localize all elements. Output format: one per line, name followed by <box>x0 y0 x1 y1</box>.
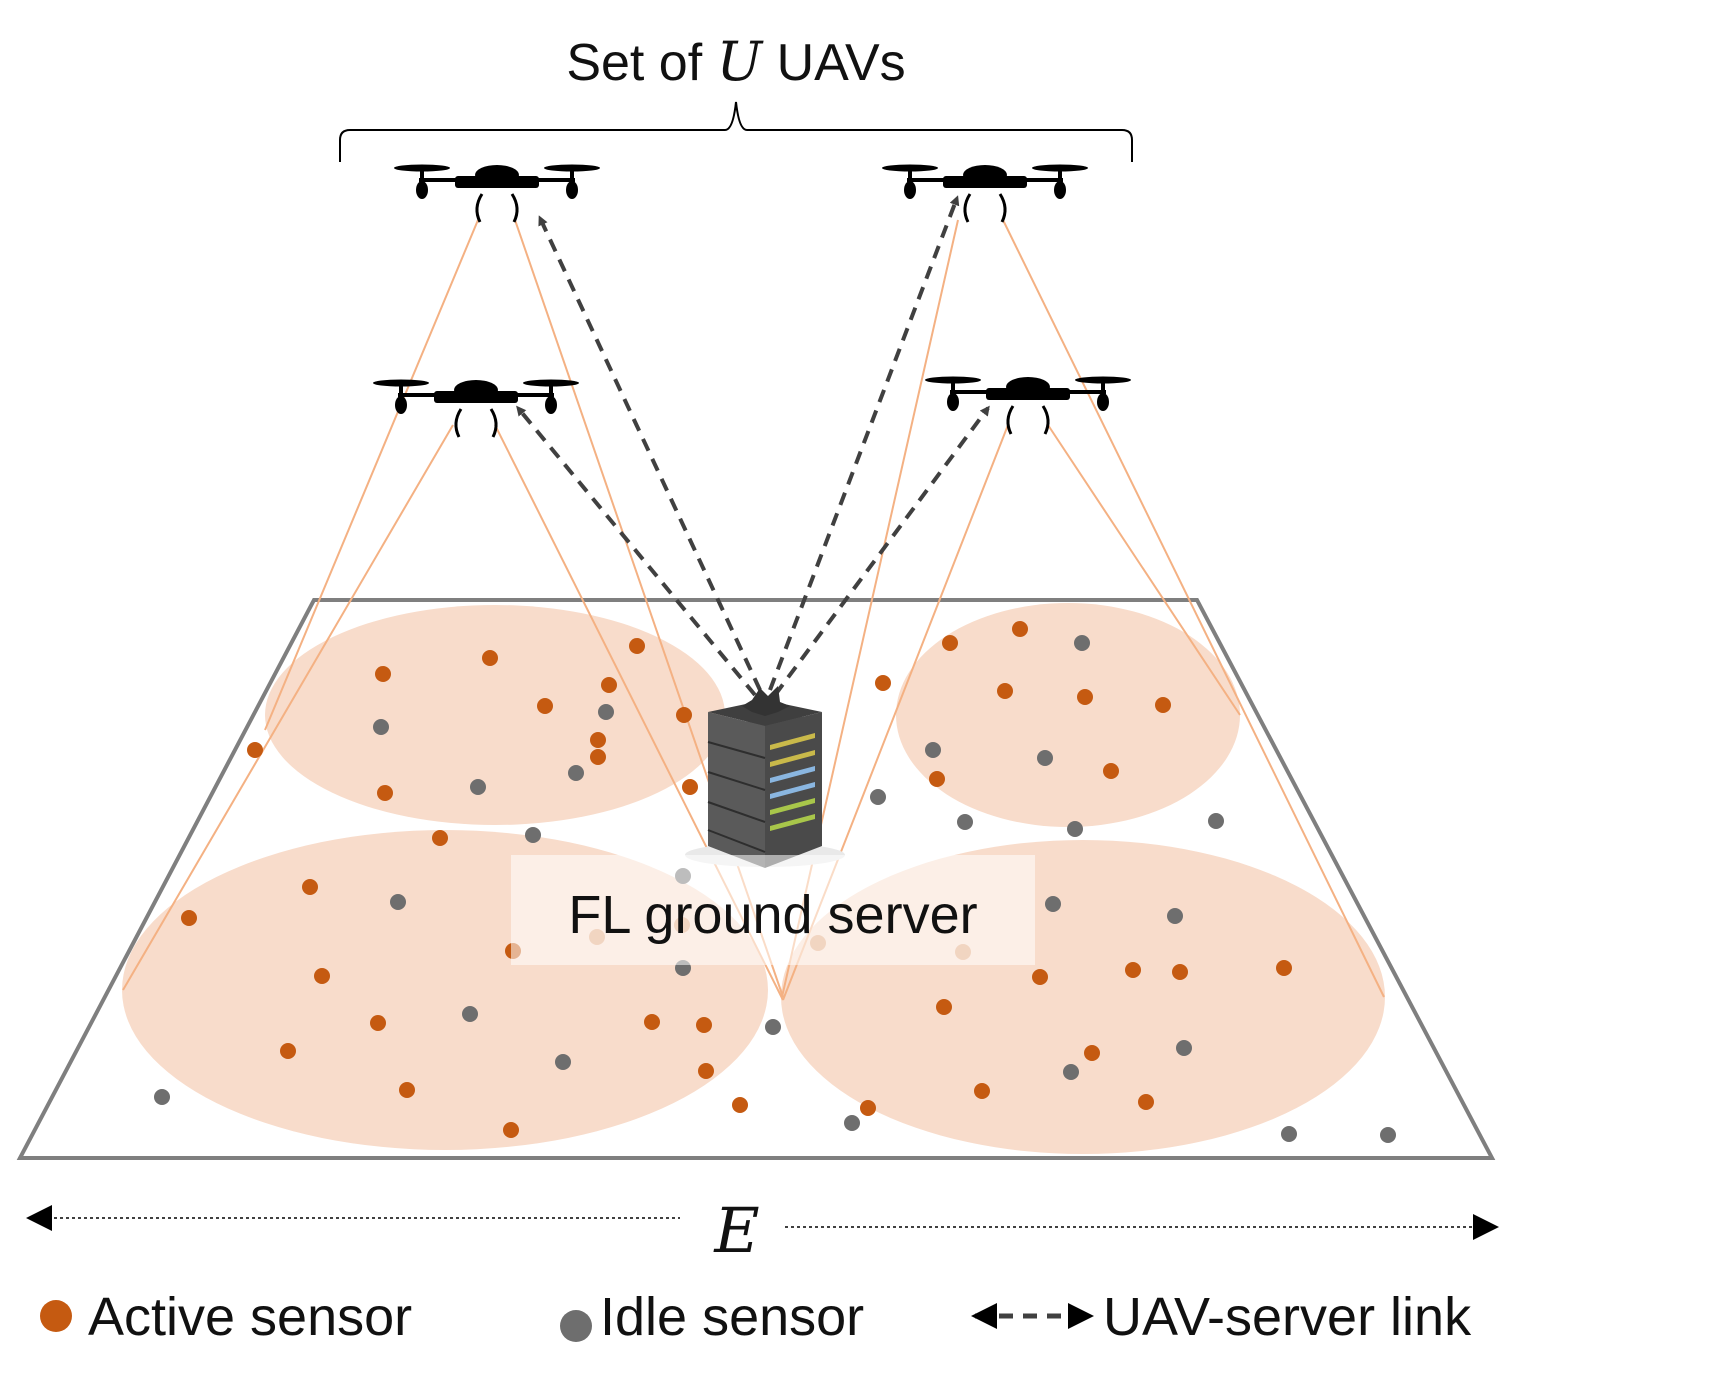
idle-sensor <box>870 789 886 805</box>
legend-active-label: Active sensor <box>88 1287 412 1347</box>
active-sensor <box>399 1082 415 1098</box>
brace-icon <box>340 102 1132 162</box>
idle-sensor <box>373 719 389 735</box>
uav-drone-icon <box>394 165 600 223</box>
active-sensor <box>590 749 606 765</box>
idle-sensor <box>1063 1064 1079 1080</box>
active-sensor <box>629 638 645 654</box>
idle-sensor <box>525 827 541 843</box>
idle-sensor <box>844 1115 860 1131</box>
active-sensor <box>1172 964 1188 980</box>
uav-drone-icon <box>925 377 1131 435</box>
active-sensor <box>929 771 945 787</box>
idle-sensor <box>1281 1126 1297 1142</box>
active-sensor <box>370 1015 386 1031</box>
active-sensor <box>974 1083 990 1099</box>
idle-sensor <box>462 1006 478 1022</box>
active-sensor <box>482 650 498 666</box>
active-sensor <box>537 698 553 714</box>
active-sensor <box>1084 1045 1100 1061</box>
active-sensor <box>698 1063 714 1079</box>
legend-idle-label: Idle sensor <box>600 1287 864 1347</box>
server-label: FL ground server <box>568 885 977 945</box>
uav-drone-icon <box>882 165 1088 223</box>
idle-sensor <box>765 1019 781 1035</box>
active-sensor <box>682 779 698 795</box>
active-sensor-marker <box>40 1300 72 1332</box>
active-sensor <box>732 1097 748 1113</box>
active-sensor <box>314 968 330 984</box>
idle-sensor <box>390 894 406 910</box>
active-sensor <box>1155 697 1171 713</box>
area-label: E <box>713 1194 759 1267</box>
uav-server-link <box>770 198 957 690</box>
idle-sensor <box>1380 1127 1396 1143</box>
idle-sensor <box>1045 896 1061 912</box>
idle-sensor <box>1074 635 1090 651</box>
uav-drone-icon <box>373 380 579 438</box>
active-sensor <box>1138 1094 1154 1110</box>
active-sensor <box>860 1100 876 1116</box>
server-rack-icon <box>685 686 845 868</box>
idle-sensor <box>1167 908 1183 924</box>
coverage-zone <box>265 605 725 825</box>
legend: Active sensor Idle sensor UAV-server lin… <box>40 1287 1472 1347</box>
idle-sensor <box>1208 813 1224 829</box>
diagram-title: Set of U UAVs <box>566 30 905 93</box>
active-sensor <box>375 666 391 682</box>
idle-sensor <box>925 742 941 758</box>
active-sensor <box>644 1014 660 1030</box>
active-sensor <box>590 732 606 748</box>
idle-sensor-marker <box>560 1310 592 1342</box>
idle-sensor <box>1067 821 1083 837</box>
idle-sensor <box>1037 750 1053 766</box>
idle-sensor <box>470 779 486 795</box>
area-width-indicator: E <box>30 1194 1495 1267</box>
idle-sensor <box>568 765 584 781</box>
active-sensor <box>875 675 891 691</box>
active-sensor <box>696 1017 712 1033</box>
idle-sensor <box>957 814 973 830</box>
active-sensor <box>1125 962 1141 978</box>
active-sensor <box>942 635 958 651</box>
active-sensor <box>247 742 263 758</box>
idle-sensor <box>598 704 614 720</box>
idle-sensor <box>1176 1040 1192 1056</box>
active-sensor <box>1032 969 1048 985</box>
active-sensor <box>601 677 617 693</box>
idle-sensor <box>154 1089 170 1105</box>
active-sensor <box>181 910 197 926</box>
active-sensor <box>936 999 952 1015</box>
idle-sensor <box>555 1054 571 1070</box>
active-sensor <box>997 683 1013 699</box>
active-sensor <box>503 1122 519 1138</box>
active-sensor <box>280 1043 296 1059</box>
active-sensor <box>302 879 318 895</box>
active-sensor <box>676 707 692 723</box>
active-sensor <box>1077 689 1093 705</box>
active-sensor <box>1012 621 1028 637</box>
active-sensor <box>1276 960 1292 976</box>
legend-link-label: UAV-server link <box>1103 1287 1472 1347</box>
active-sensor <box>1103 763 1119 779</box>
active-sensor <box>432 830 448 846</box>
active-sensor <box>377 785 393 801</box>
